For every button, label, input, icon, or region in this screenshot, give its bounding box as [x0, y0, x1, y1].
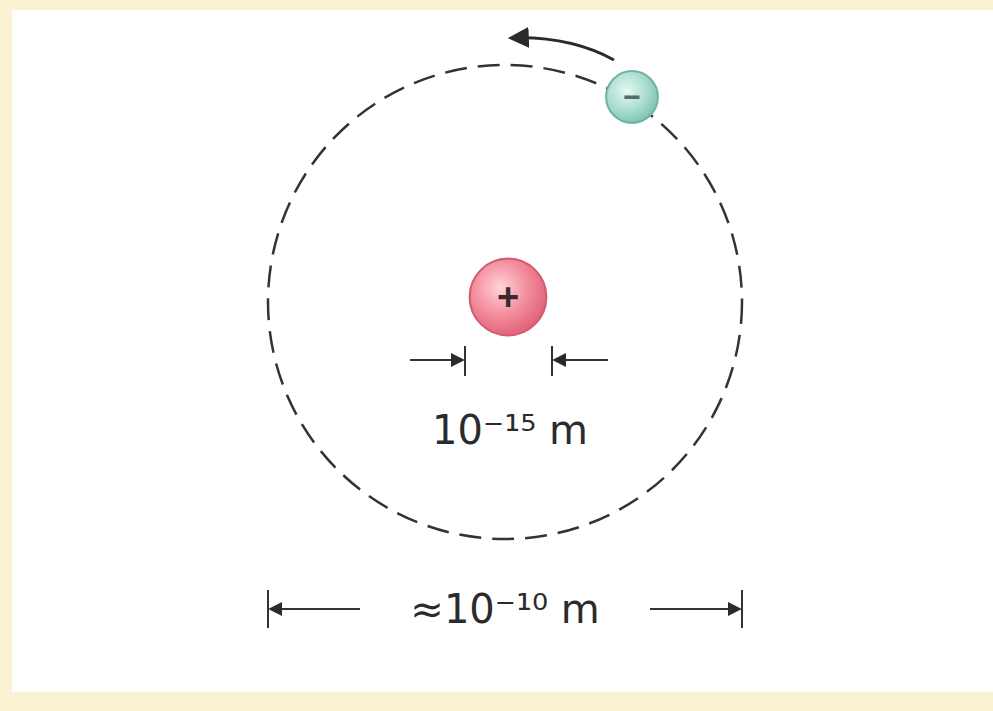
dimension-tick — [267, 590, 269, 628]
nucleus-particle: + — [468, 257, 548, 337]
dimension-arrow — [410, 359, 462, 361]
electron-particle: − — [605, 70, 659, 124]
dimension-arrow — [555, 359, 608, 361]
dimension-tick — [551, 346, 553, 376]
dimension-arrow — [271, 608, 360, 610]
charge-sign: + — [468, 257, 548, 337]
dimension-tick — [741, 590, 743, 628]
atom-size-label: ≈10⁻¹⁰ m — [404, 584, 605, 634]
nucleus-size-label: 10⁻¹⁵ m — [426, 405, 594, 455]
charge-sign: − — [605, 70, 659, 124]
dimension-arrow — [650, 608, 739, 610]
dimension-tick — [464, 346, 466, 376]
white-panel — [12, 10, 993, 692]
motion-arrow — [512, 38, 614, 60]
orbit-path — [268, 65, 742, 539]
